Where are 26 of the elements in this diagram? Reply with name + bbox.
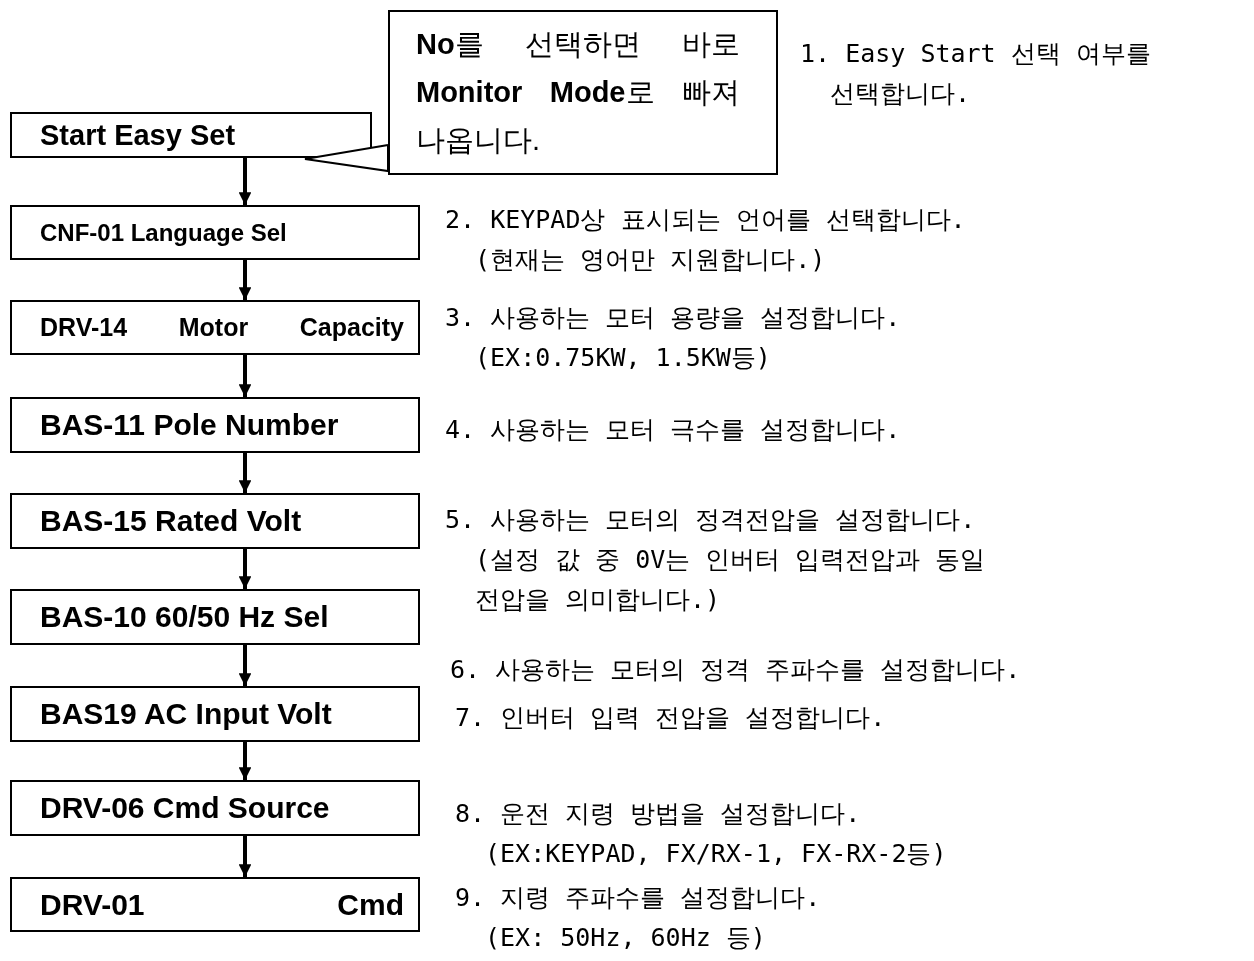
step-note: 9. 지령 주파수를 설정합니다. (EX: 50Hz, 60Hz 등)	[455, 882, 822, 954]
step-note: 5. 사용하는 모터의 정격전압을 설정합니다. (설정 값 중 0V는 인버터 입력전압과 동일 전압을 의미합니다.)	[445, 504, 987, 616]
process-box: DRV-06 Cmd Source	[10, 780, 420, 836]
step-note: 4. 사용하는 모터 극수를 설정합니다.	[445, 414, 902, 446]
process-box: BAS-10 60/50 Hz Sel	[10, 589, 420, 645]
arrow	[238, 158, 252, 205]
arrow	[238, 260, 252, 300]
process-box: BAS-11 Pole Number	[10, 397, 420, 453]
process-box: DRV-14 Motor Capacity	[10, 300, 420, 355]
step-note: 1. Easy Start 선택 여부를 선택합니다.	[800, 38, 1152, 110]
arrow	[238, 453, 252, 493]
process-box: BAS19 AC Input Volt	[10, 686, 420, 742]
step-note: 8. 운전 지령 방법을 설정합니다. (EX:KEYPAD, FX/RX-1, FX-RX-2등)	[455, 798, 948, 870]
arrow	[238, 836, 252, 877]
process-box: CNF-01 Language Sel	[10, 205, 420, 260]
callout-box: No를 선택하면 바로 Monitor Mode로 빠져 나옵니다.	[388, 10, 778, 175]
step-note: 2. KEYPAD상 표시되는 언어를 선택합니다. (현재는 영어만 지원합니다.)	[445, 204, 967, 276]
arrow	[238, 645, 252, 686]
arrow	[238, 355, 252, 397]
step-note: 3. 사용하는 모터 용량을 설정합니다. (EX:0.75KW, 1.5KW등)	[445, 302, 902, 374]
step-note: 6. 사용하는 모터의 정격 주파수를 설정합니다.	[450, 654, 1022, 686]
step-note: 7. 인버터 입력 전압을 설정합니다.	[455, 702, 887, 734]
process-box: DRV-01 Cmd	[10, 877, 420, 932]
arrow	[238, 549, 252, 589]
arrow	[238, 742, 252, 780]
process-box: BAS-15 Rated Volt	[10, 493, 420, 549]
